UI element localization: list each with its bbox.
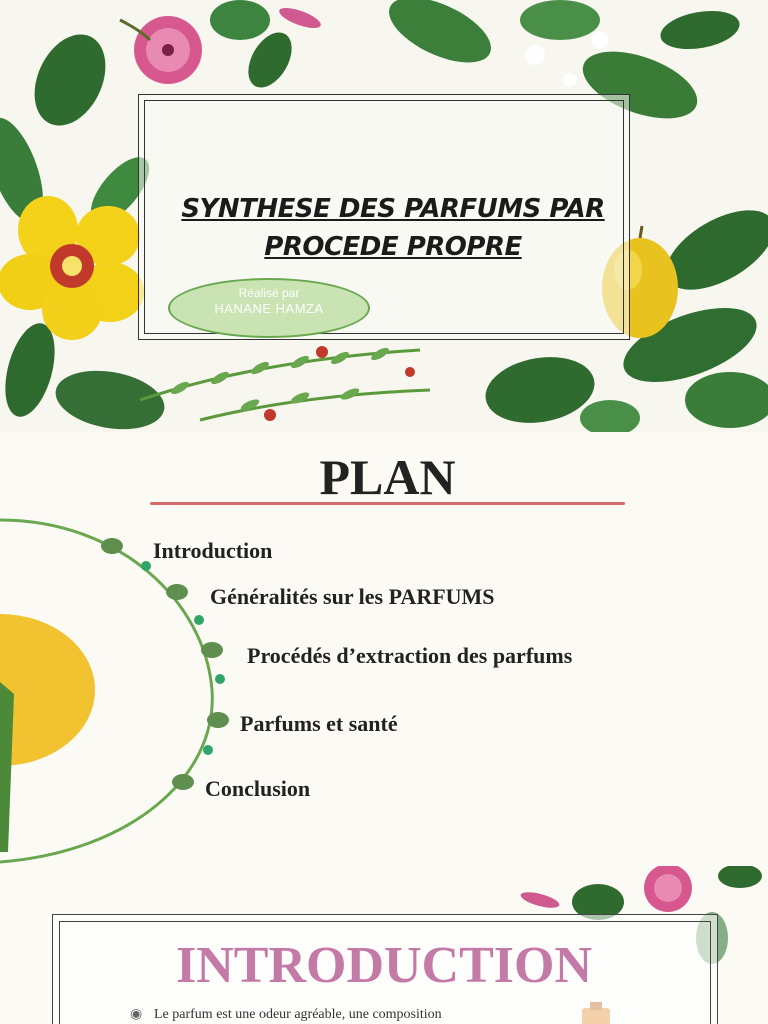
intro-bullet-text: Le parfum est une odeur agréable, une co… (154, 1007, 442, 1022)
intro-title: INTRODUCTION (175, 937, 593, 994)
plan-title: PLAN (319, 449, 456, 505)
title-frame-inner (144, 100, 624, 334)
introduction-slide: INTRODUCTION ◉ Le parfum est une odeur ag… (0, 866, 768, 1024)
title-line-1: SYNTHESE DES PARFUMS PAR (181, 194, 605, 224)
intro-frame (52, 914, 718, 1024)
title-slide: SYNTHESE DES PARFUMS PAR PROCEDE PROPRE … (0, 0, 768, 432)
author-name: HANANE HAMZA (214, 301, 324, 316)
bullet-dot-icon: ◉ (130, 1007, 143, 1022)
intro-frame-inner (59, 921, 711, 1024)
leaf-icon (0, 0, 292, 430)
botanical-background (0, 0, 768, 432)
plan-divider (150, 502, 625, 505)
intro-bullet: ◉ Le parfum est une odeur agréable, une c… (130, 1006, 442, 1023)
plan-slide: PLAN Introduction Généralités sur les PA… (0, 432, 768, 866)
plan-item-sante: Parfums et santé (240, 711, 398, 736)
author-label: Réalisé par (238, 286, 300, 300)
leaf-icon (389, 0, 768, 432)
plan-item-generalites: Généralités sur les PARFUMS (210, 584, 495, 609)
author-badge: Réalisé par HANANE HAMZA (168, 278, 370, 338)
title-line-2: PROCEDE PROPRE (264, 232, 522, 262)
plan-item-procedes: Procédés d’extraction des parfums (247, 643, 573, 668)
plan-item-conclusion: Conclusion (205, 776, 311, 801)
slide-title: SYNTHESE DES PARFUMS PAR PROCEDE PROPRE (148, 190, 638, 266)
bullet-dot-icon (101, 538, 229, 790)
plan-decoration (0, 518, 229, 864)
pink-flower-icon (520, 866, 692, 912)
plan-item-introduction: Introduction (153, 538, 273, 563)
pink-flower-icon (119, 8, 321, 84)
hibiscus-flower-icon (0, 196, 144, 340)
